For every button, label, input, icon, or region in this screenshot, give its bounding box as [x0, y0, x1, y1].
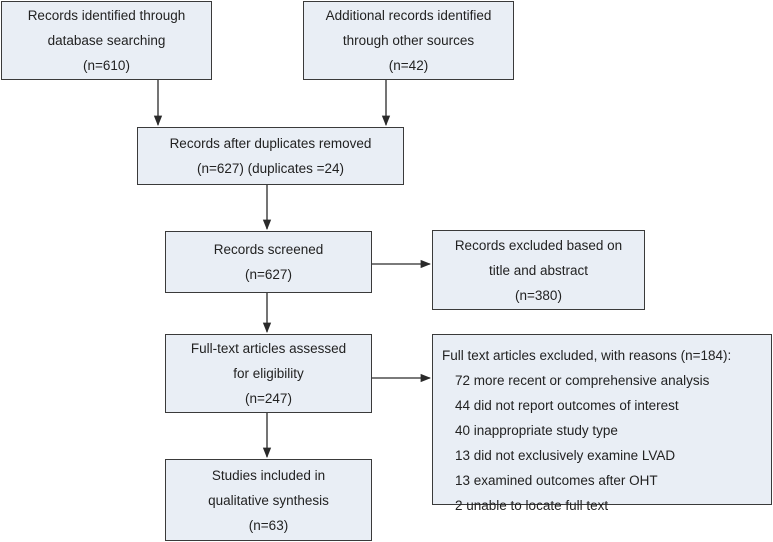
box-count: (n=247) [245, 391, 292, 406]
box-line: Records excluded based on [454, 237, 623, 253]
box-line: title and abstract [488, 262, 589, 278]
exclusion-reason: 2 unable to locate full text [455, 498, 609, 513]
box-count: (n=627) [245, 267, 292, 282]
box-line: Records identified through [27, 8, 186, 23]
box-studies-included: Studies included in qualitative synthesi… [165, 459, 372, 541]
box-count: (n=42) [388, 58, 429, 73]
box-excluded-title-abstract: Records excluded based on title and abst… [432, 230, 645, 310]
box-line: Studies included in [211, 467, 326, 483]
box-database-searching: Records identified through database sear… [1, 1, 212, 80]
exclusion-reason: 72 more recent or comprehensive analysis [455, 373, 710, 388]
box-count: (n=610) [83, 58, 130, 73]
box-records-screened: Records screened (n=627) [165, 231, 372, 293]
box-line: Records after duplicates removed [169, 136, 372, 151]
box-line: for eligibility [233, 366, 304, 381]
box-line: Full-text articles assessed [190, 341, 347, 356]
exclusion-reason: 44 did not report outcomes of interest [455, 398, 679, 413]
box-full-text-assessed: Full-text articles assessed for eligibil… [165, 334, 372, 413]
box-line: Records screened [213, 242, 324, 257]
box-count: (n=627) (duplicates =24) [196, 161, 345, 176]
exclusion-reason: 40 inappropriate study type [455, 423, 618, 438]
box-other-sources: Additional records identified through ot… [303, 1, 514, 80]
box-line: qualitative synthesis [208, 492, 329, 508]
box-full-text-excluded: Full text articles excluded, with reason… [432, 334, 772, 513]
box-count: (n=63) [248, 517, 289, 533]
box-count: (n=380) [515, 287, 562, 303]
box-line: through other sources [342, 33, 475, 48]
box-after-duplicates: Records after duplicates removed (n=627)… [137, 127, 404, 185]
exclusion-reason: 13 examined outcomes after OHT [455, 473, 658, 488]
exclusion-heading: Full text articles excluded, with reason… [442, 348, 732, 363]
box-line: Additional records identified [325, 8, 492, 23]
exclusion-reason: 13 did not exclusively examine LVAD [455, 448, 676, 463]
box-line: database searching [47, 33, 166, 48]
